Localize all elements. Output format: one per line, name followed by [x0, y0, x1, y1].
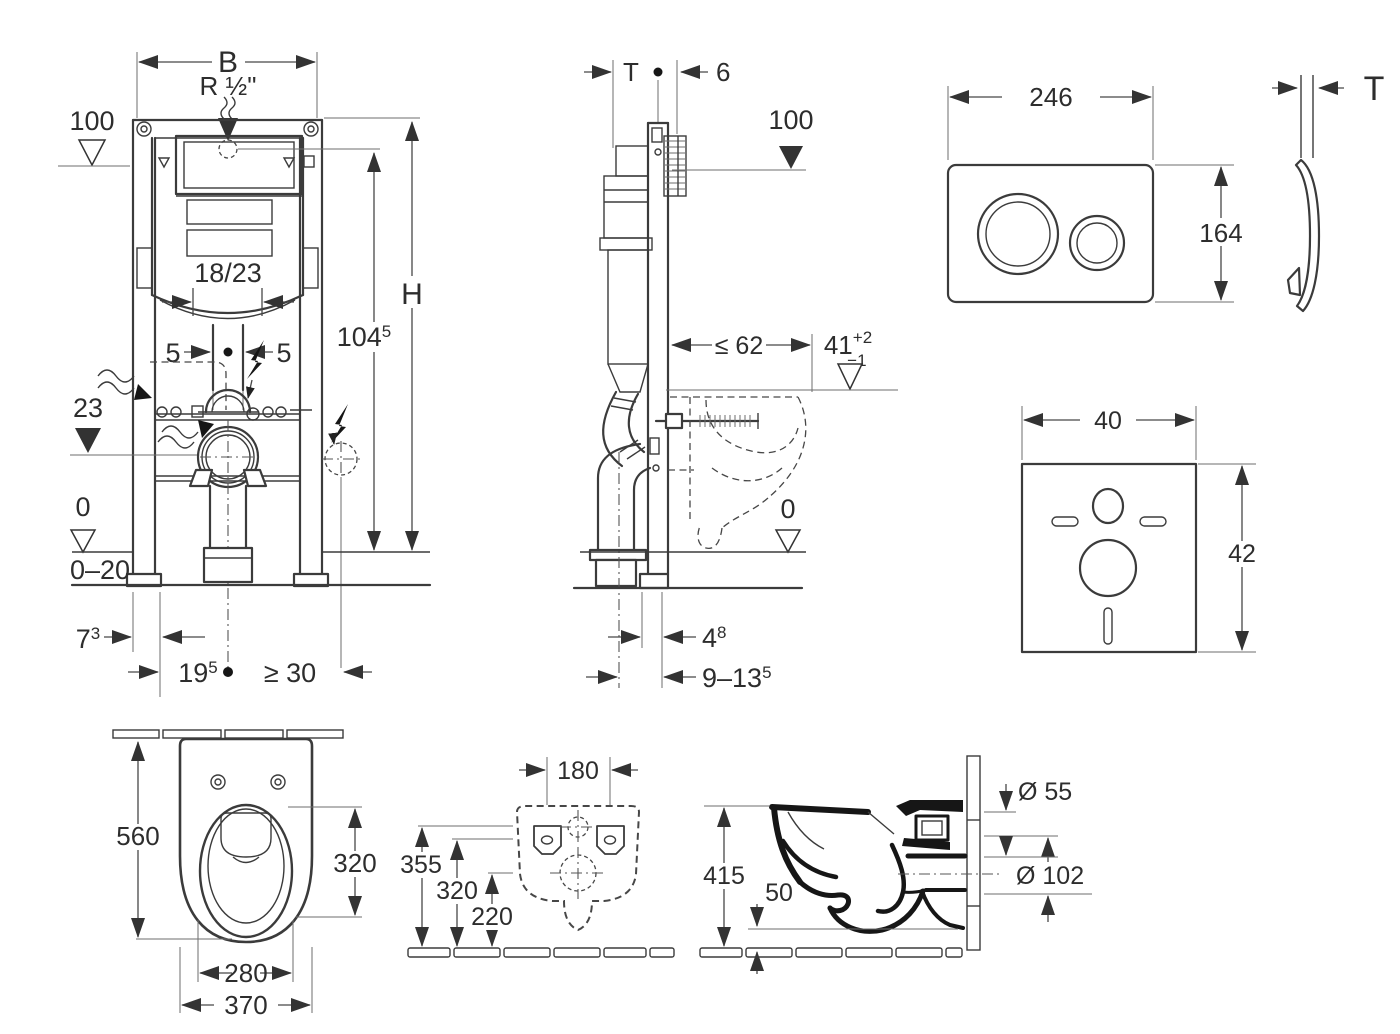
dim-level-100-side: 100 — [768, 105, 813, 135]
frame-foot — [638, 572, 670, 590]
dim-hole-spacing: 180 — [557, 757, 599, 785]
cistern-side — [599, 145, 653, 393]
inlet-point — [218, 139, 238, 159]
level-marker-open — [77, 139, 107, 167]
fixing-stud — [654, 412, 760, 430]
dim-height-355: 355 — [400, 851, 442, 879]
cistern-front — [150, 134, 380, 320]
dim-level-100: 100 — [69, 106, 114, 136]
dim-height-220: 220 — [471, 903, 513, 931]
level-marker-solid — [779, 146, 803, 169]
dim-depth-t: T — [623, 57, 639, 87]
dim-floor-zero: 0 — [75, 492, 90, 522]
bowl-rim — [198, 803, 294, 939]
dim-plate-thickness: T — [1364, 70, 1385, 108]
dim-plate-width: 246 — [1029, 82, 1072, 112]
dim-height-104: 1045 — [337, 322, 392, 352]
dim-drain-diameter: Ø 102 — [1016, 862, 1084, 890]
dim-bowl-length: 320 — [333, 848, 376, 878]
dim-supply-thread: R ½" — [200, 71, 257, 101]
wc-body-top — [178, 737, 314, 944]
dim-wc-length: 560 — [116, 821, 159, 851]
dim-frame-width: B — [218, 46, 238, 79]
dim-floor-range: 0–20 — [70, 555, 130, 585]
dim-drain-height: 23 — [73, 393, 103, 423]
level-marker-open — [836, 363, 864, 391]
flush-bend-side — [602, 390, 646, 468]
dim-wc-height: 415 — [703, 862, 745, 890]
electrical-box — [322, 441, 360, 668]
dim-pad-width: 40 — [1094, 407, 1122, 435]
wc-rear-outline — [515, 805, 641, 932]
dim-offset-right: 5 — [276, 338, 291, 368]
level-marker-solid — [75, 428, 101, 453]
flush-plate-view: 246 164 T — [946, 70, 1385, 313]
flushplate-roughin-box — [663, 135, 687, 197]
water-flow-icon — [97, 369, 152, 400]
dim-height-320: 320 — [436, 877, 478, 905]
dim-pad-height: 42 — [1228, 540, 1256, 568]
floor-tiles — [407, 947, 675, 958]
flush-button-large — [976, 192, 1060, 276]
dim-drain-wall-range: 9–135 — [702, 663, 772, 693]
wc-top-view: 560 320 280 370 — [112, 729, 380, 1020]
lightning-icon — [245, 340, 264, 399]
water-flow-icon — [157, 420, 214, 449]
wc-rear-view: 180 355 320 220 — [396, 757, 675, 958]
dim-min-30: ≥ 30 — [264, 658, 316, 688]
dim-wc-width: 370 — [224, 990, 267, 1020]
dim-plate-height: 164 — [1199, 218, 1242, 248]
wall-section — [966, 755, 981, 951]
wall-tiles — [112, 729, 344, 739]
frame-front-view: B R ½" 100 — [58, 46, 432, 697]
drain-elbow-side — [588, 442, 652, 688]
dim-depth-19: 195 — [178, 658, 218, 688]
frame-side-view: T 6 — [572, 57, 898, 693]
flush-plate-side — [1286, 75, 1321, 313]
level-marker-open — [774, 529, 802, 554]
mounting-plate — [533, 825, 562, 855]
inspection-window — [174, 134, 304, 196]
sound-pad-view: 40 42 — [1020, 406, 1265, 654]
drain-pipe-front — [202, 484, 254, 584]
floor-tiles — [699, 947, 963, 958]
dim-supply-diameter: Ø 55 — [1018, 778, 1072, 806]
wc-side-view: 415 50 Ø 55 Ø 102 — [699, 755, 1092, 974]
dim-leg-offset: 73 — [76, 624, 101, 654]
flush-bend-front — [150, 323, 312, 421]
level-marker-open — [69, 529, 97, 554]
wc-silhouette-side — [769, 800, 1002, 934]
wc-silhouette-dashed — [668, 396, 807, 550]
mounting-plate — [596, 825, 625, 855]
dim-drain-offset: 48 — [702, 623, 727, 653]
dim-floor-zero-side: 0 — [780, 494, 795, 524]
sound-pad — [1020, 462, 1198, 654]
drain-socket-front — [188, 420, 268, 668]
dim-window-size: 18/23 — [194, 258, 262, 288]
dim-bowl-depth: ≤ 62 — [715, 332, 763, 360]
dim-floor-clearance: 50 — [765, 879, 793, 907]
lightning-icon — [328, 404, 348, 445]
dim-offset-left: 5 — [165, 338, 180, 368]
water-supply-icon — [218, 96, 238, 141]
dim-frame-height: H — [401, 278, 423, 311]
dim-gap-6: 6 — [716, 57, 730, 87]
dim-seat-width: 280 — [224, 958, 267, 988]
flush-button-small — [1068, 214, 1126, 272]
